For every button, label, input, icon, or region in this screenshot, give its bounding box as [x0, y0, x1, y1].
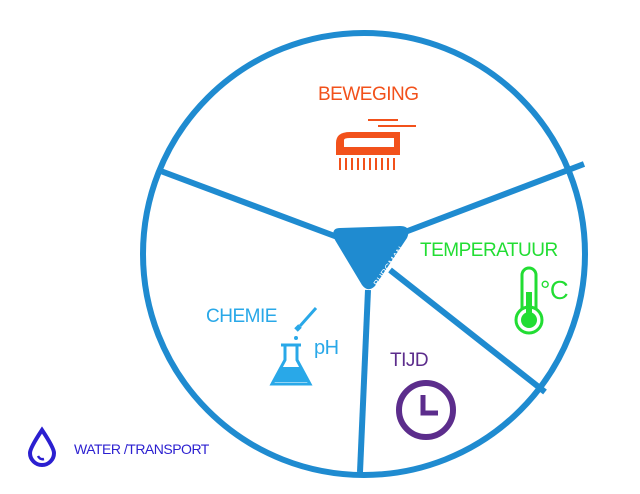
segment-label-temperatuur: TEMPERATUUR: [420, 240, 558, 261]
outer-circle: [140, 30, 588, 478]
divider-line: [357, 289, 371, 473]
burgman-logo-triangle: [333, 226, 409, 290]
divider-line: [156, 167, 342, 241]
scrub-brush-icon: [336, 119, 416, 170]
ph-label: pH: [314, 337, 339, 359]
water-drop-icon: [27, 426, 57, 467]
thermometer-icon: [514, 266, 544, 335]
segment-label-tijd: TIJD: [390, 350, 429, 371]
divider-line: [403, 161, 586, 235]
legend-water-transport: WATER /TRANSPORT: [74, 441, 209, 457]
segment-label-chemie: CHEMIE: [206, 306, 277, 327]
flask-dropper-icon: [269, 307, 318, 386]
divider-line: [388, 267, 547, 395]
celsius-unit: °C: [540, 275, 569, 305]
clock-icon: [396, 380, 456, 440]
segment-label-beweging: BEWEGING: [318, 84, 419, 105]
